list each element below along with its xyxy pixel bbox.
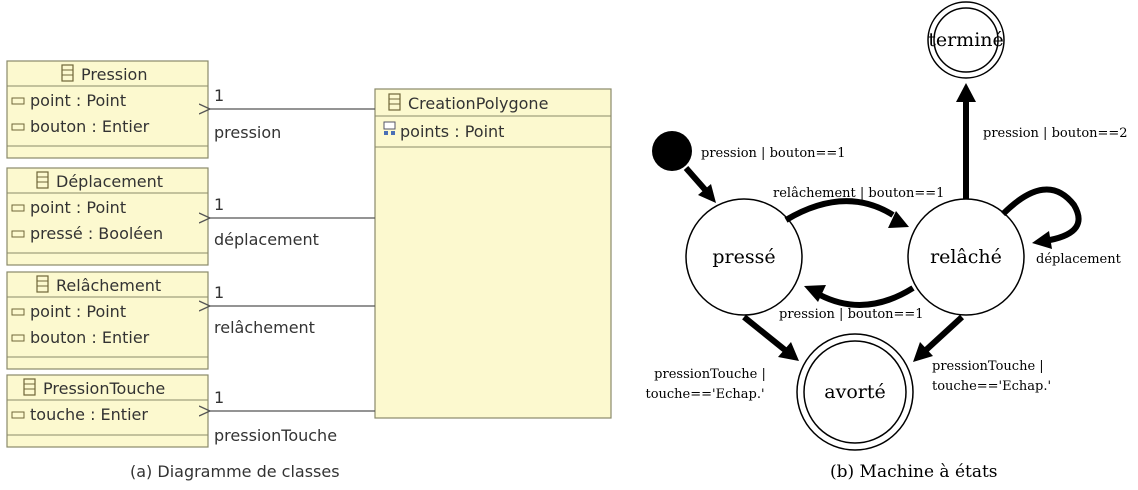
- state-label: pressé: [712, 246, 775, 268]
- association-relachement: 1 relâchement: [210, 283, 375, 337]
- transition-label: pression | bouton==1: [701, 146, 846, 161]
- multiplicity-label: 1: [214, 86, 224, 105]
- multiplicity-label: 1: [214, 388, 224, 407]
- class-icon: [36, 171, 49, 189]
- class-attribute: point : Point: [30, 198, 126, 217]
- role-label: relâchement: [214, 318, 315, 337]
- caption-state-machine: (b) Machine à états: [830, 462, 998, 482]
- attribute-icon: [11, 204, 25, 212]
- class-icon: [36, 275, 49, 293]
- association-deplacement: 1 déplacement: [210, 195, 375, 249]
- transition-label: touche=='Echap.': [932, 379, 1051, 394]
- class-deplacement[interactable]: Déplacement point : Point pressé : Boolé…: [6, 167, 209, 266]
- transition-init-presse: pression | bouton==1: [683, 146, 846, 203]
- state-label: avorté: [824, 381, 885, 403]
- class-icon: [388, 93, 401, 111]
- transition-label: déplacement: [1036, 252, 1122, 267]
- transition-label: touche=='Echap.': [645, 387, 764, 402]
- class-name: Déplacement: [56, 172, 163, 191]
- transition-presse-relache: relâchement | bouton==1: [773, 186, 944, 228]
- role-label: pressionTouche: [214, 426, 337, 445]
- state-termine[interactable]: terminé: [927, 1, 1005, 79]
- class-attribute: bouton : Entier: [30, 328, 150, 347]
- association-pression: 1 pression: [210, 86, 375, 142]
- transition-label: pression | bouton==1: [779, 307, 924, 322]
- transition-label: pressionTouche |: [654, 367, 766, 382]
- transition-label: relâchement | bouton==1: [773, 186, 944, 201]
- class-attribute: touche : Entier: [30, 405, 148, 424]
- attribute-icon: [11, 334, 25, 342]
- attribute-icon: [11, 97, 25, 105]
- multiplicity-label: 1: [214, 195, 224, 214]
- class-creation-polygone[interactable]: CreationPolygone points : Point: [374, 88, 612, 419]
- attribute-icon: [11, 230, 25, 238]
- attribute-icon: [11, 123, 25, 131]
- class-name: PressionTouche: [43, 379, 165, 398]
- transition-relache-self: déplacement: [1000, 186, 1122, 267]
- class-icon: [23, 378, 36, 396]
- multiplicity-label: 1: [214, 283, 224, 302]
- caption-class-diagram: (a) Diagramme de classes: [130, 462, 340, 481]
- class-name: CreationPolygone: [408, 94, 548, 113]
- class-attribute: point : Point: [30, 302, 126, 321]
- transition-presse-avorte: pressionTouche | touche=='Echap.': [645, 314, 799, 402]
- state-label: relâché: [930, 246, 1002, 268]
- transition-relache-termine: pression | bouton==2: [956, 83, 1128, 199]
- class-relachement[interactable]: Relâchement point : Point bouton : Entie…: [6, 271, 209, 370]
- class-diagram: CreationPolygone points : Point Pression…: [6, 60, 612, 481]
- role-label: déplacement: [214, 230, 319, 249]
- state-relache[interactable]: relâché: [907, 198, 1025, 316]
- state-presse[interactable]: pressé: [685, 198, 803, 316]
- class-attribute: bouton : Entier: [30, 117, 150, 136]
- association-pression-touche: 1 pressionTouche: [210, 388, 375, 445]
- class-pression-touche[interactable]: PressionTouche touche : Entier: [6, 374, 209, 448]
- role-label: pression: [214, 123, 281, 142]
- class-attribute: points : Point: [400, 122, 504, 141]
- state-label: terminé: [928, 29, 1004, 51]
- transition-relache-avorte: pressionTouche | touche=='Echap.': [913, 314, 1051, 394]
- class-attribute: point : Point: [30, 91, 126, 110]
- class-icon: [61, 64, 74, 82]
- association-attribute-icon: [383, 121, 396, 135]
- class-name: Relâchement: [56, 276, 161, 295]
- class-name: Pression: [81, 65, 147, 84]
- class-pression[interactable]: Pression point : Point bouton : Entier: [6, 60, 209, 159]
- class-attribute: pressé : Booléen: [30, 224, 163, 243]
- transition-label: pressionTouche |: [932, 359, 1044, 374]
- transition-label: pression | bouton==2: [983, 126, 1128, 141]
- initial-state[interactable]: [652, 131, 692, 171]
- attribute-icon: [11, 411, 25, 419]
- state-avorte[interactable]: avorté: [796, 333, 914, 451]
- transition-relache-presse: pression | bouton==1: [779, 285, 924, 322]
- attribute-icon: [11, 308, 25, 316]
- state-machine: pressé relâché terminé avorté pression |…: [645, 1, 1128, 482]
